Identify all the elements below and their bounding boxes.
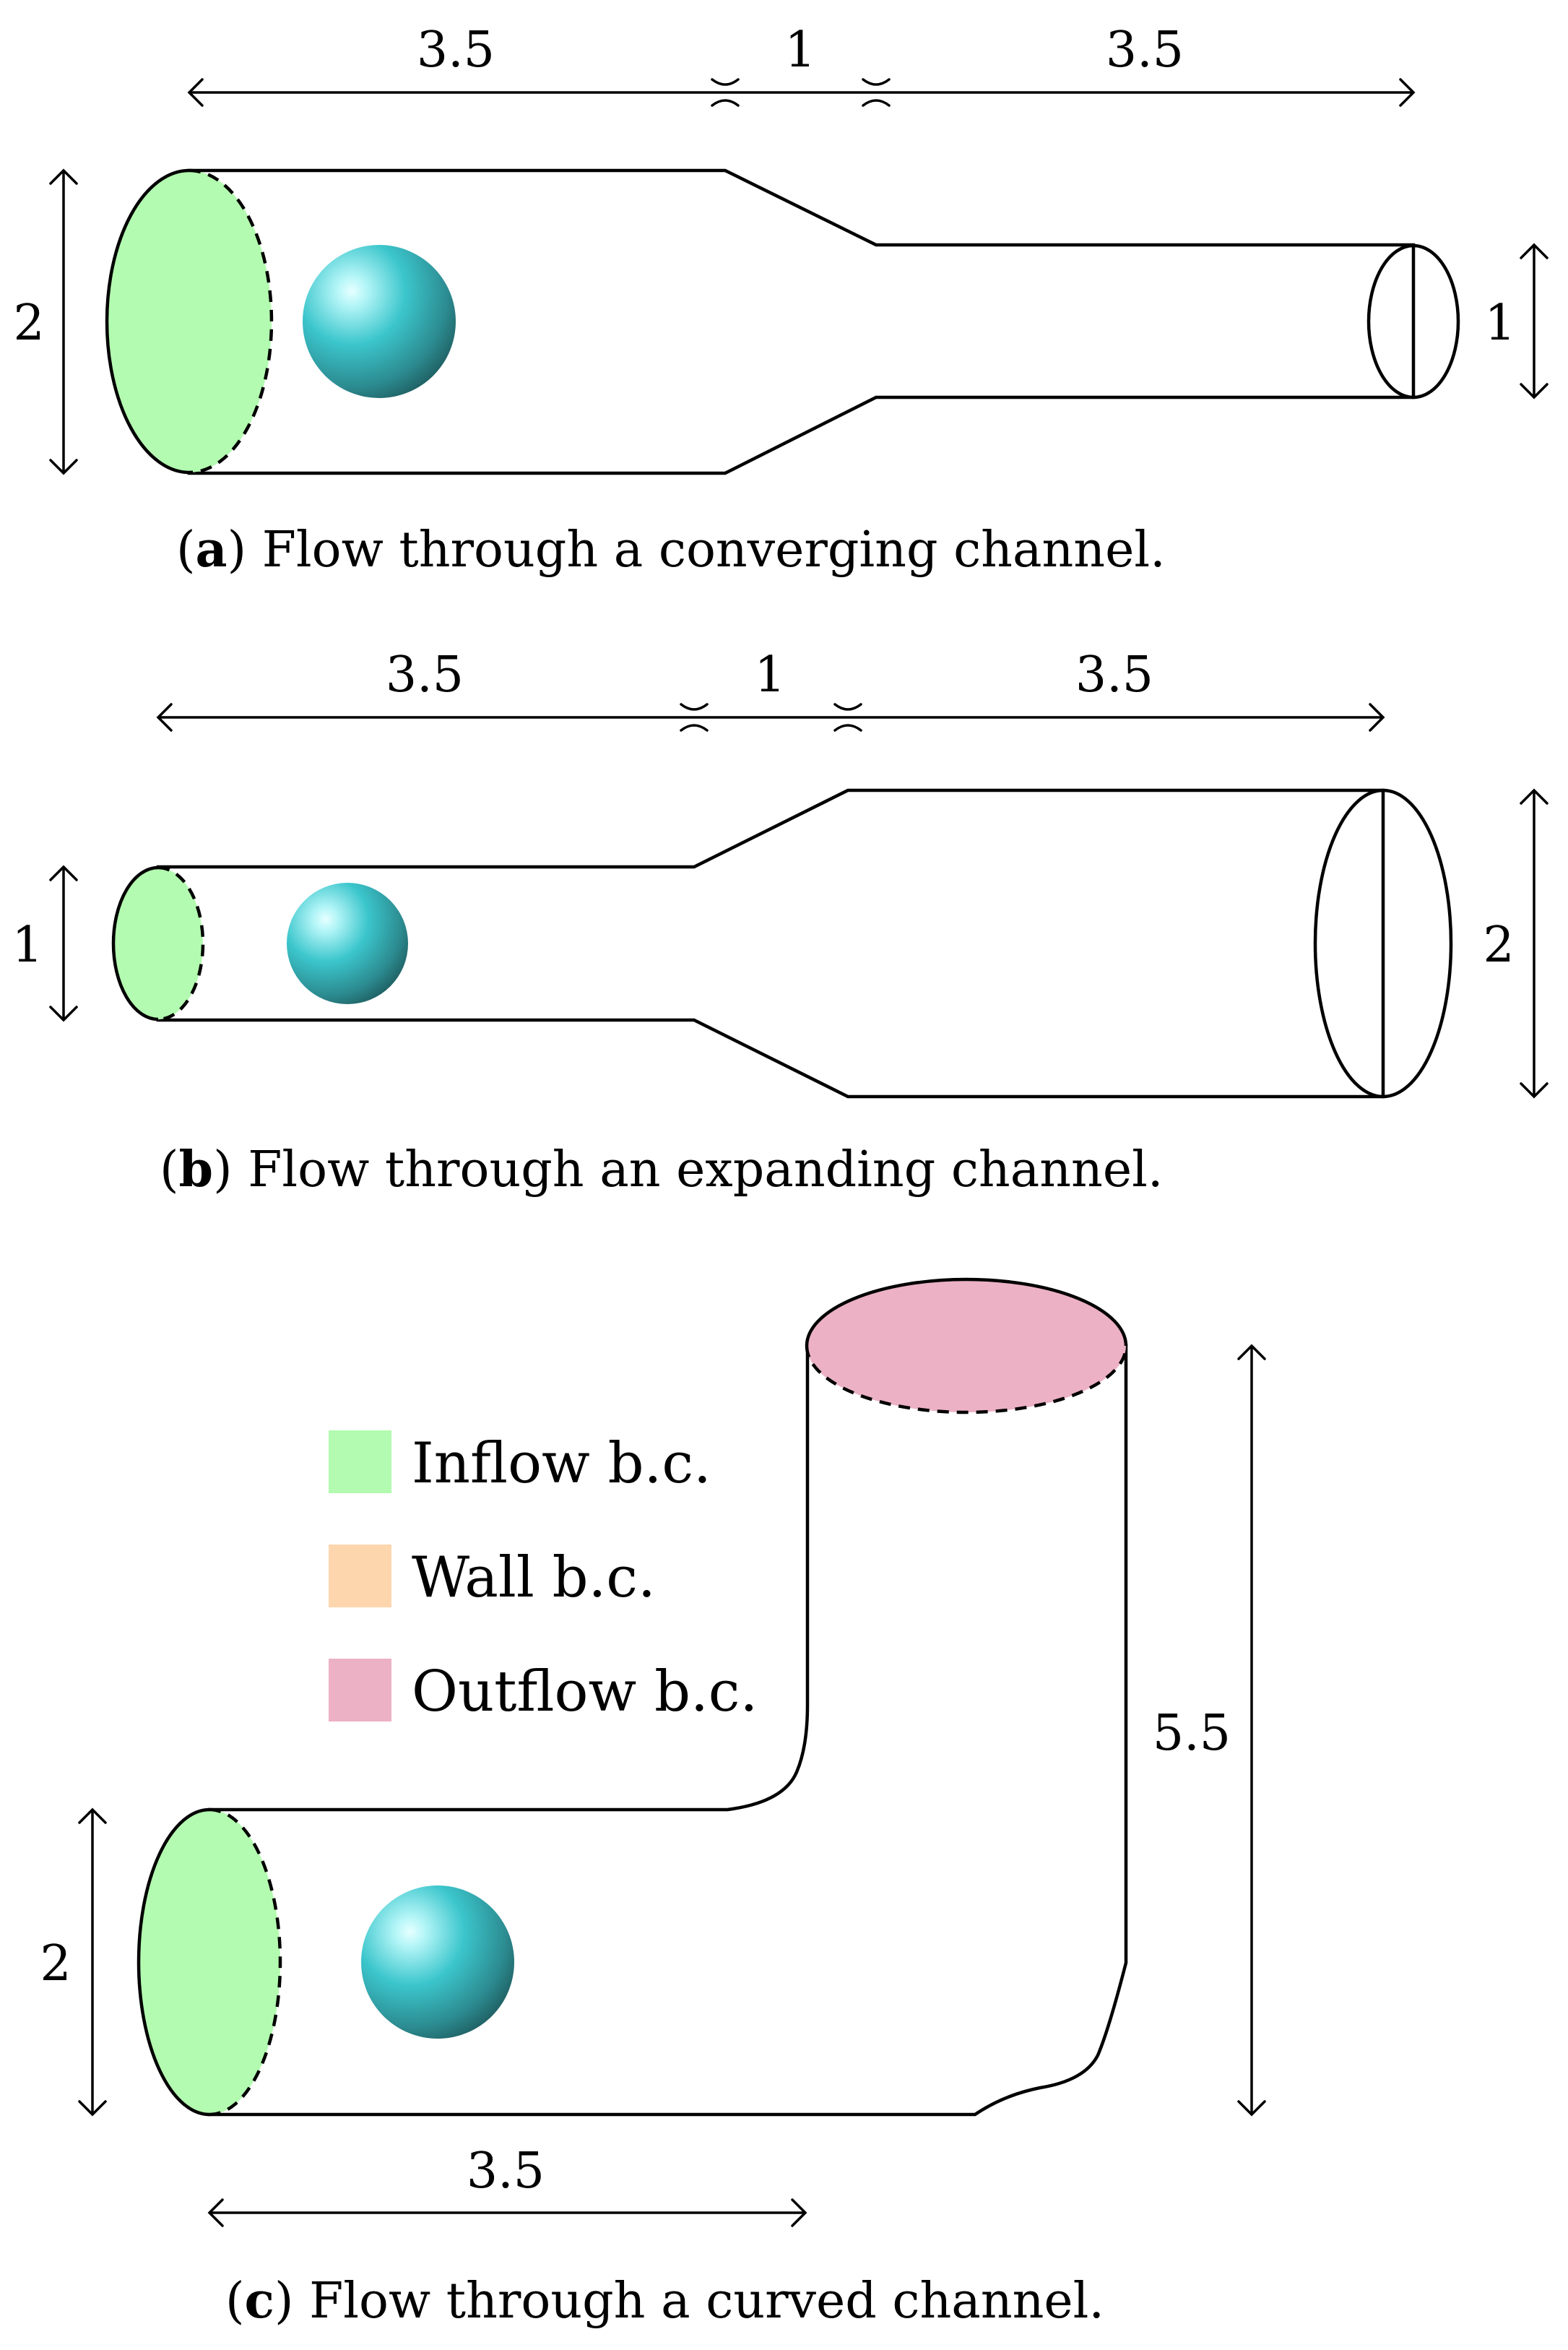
- panel-a-transition-length-label: 1: [784, 22, 815, 79]
- panel-b-length-dimension: [156, 703, 1385, 732]
- panel-c-inlet-diameter-label: 2: [40, 1935, 71, 1992]
- panel-b-inlet-dimension: [49, 865, 78, 1022]
- panel-a-caption-label: a: [196, 521, 228, 579]
- legend-label-outflow: Outflow b.c.: [412, 1659, 758, 1724]
- panel-b-inlet-diameter-label: 1: [12, 917, 43, 974]
- panel-a: 3.5 1 3.5 2 1 (a) Flow through a converg…: [13, 22, 1548, 579]
- panel-c-inlet: [139, 1810, 280, 2114]
- panel-a-right-length-label: 3.5: [1106, 22, 1184, 79]
- panel-a-left-length-label: 3.5: [417, 22, 495, 79]
- panel-b-caption: (b) Flow through an expanding channel.: [160, 1141, 1163, 1198]
- panel-b-right-length-label: 3.5: [1075, 647, 1153, 704]
- panel-a-length-dimension: [187, 78, 1416, 107]
- panel-c-outlet: [807, 1279, 1126, 1412]
- panel-c-caption-label: c: [245, 2272, 274, 2330]
- panel-a-outlet-diameter-label: 1: [1484, 295, 1515, 352]
- legend-swatch-inflow: [329, 1430, 391, 1493]
- panel-c-vertical-dimension: [1237, 1344, 1266, 2117]
- panel-b-transition-length-label: 1: [754, 647, 785, 704]
- panel-b-caption-label: b: [179, 1141, 214, 1198]
- panel-b-inlet: [113, 868, 203, 1019]
- legend-label-inflow: Inflow b.c.: [412, 1431, 711, 1496]
- legend-swatch-wall: [329, 1545, 391, 1607]
- panel-a-caption-text: Flow through a converging channel.: [246, 522, 1166, 579]
- panel-b-sphere: [287, 883, 408, 1004]
- panel-a-outlet-dimension: [1520, 243, 1548, 399]
- panel-c-caption: (c) Flow through a curved channel.: [225, 2272, 1104, 2330]
- panel-a-inlet: [107, 170, 272, 472]
- panel-a-sphere: [303, 245, 456, 398]
- panel-c-horizontal-dimension: [207, 2198, 807, 2227]
- panel-c: Inflow b.c. Wall b.c. Outflow b.c. 5.5 2…: [40, 1277, 1266, 2330]
- panel-a-caption: (a) Flow through a converging channel.: [176, 521, 1166, 579]
- panel-c-caption-text: Flow through a curved channel.: [293, 2273, 1104, 2330]
- panel-c-vertical-length-label: 5.5: [1153, 1705, 1231, 1762]
- panel-c-sphere: [361, 1885, 514, 2039]
- legend-label-wall: Wall b.c.: [412, 1545, 656, 1610]
- panel-a-inlet-diameter-label: 2: [13, 295, 44, 352]
- panel-c-inlet-dimension: [78, 1807, 107, 2117]
- panel-b-caption-text: Flow through an expanding channel.: [233, 1141, 1164, 1198]
- panel-b-outlet: [1313, 788, 1453, 1099]
- panel-b-outlet-diameter-label: 2: [1483, 917, 1514, 974]
- panel-a-outlet: [1366, 243, 1460, 399]
- legend-swatch-outflow: [329, 1659, 391, 1722]
- legend: Inflow b.c. Wall b.c. Outflow b.c.: [329, 1430, 758, 1724]
- panel-a-inlet-dimension: [49, 168, 78, 475]
- panel-c-horizontal-length-label: 3.5: [467, 2143, 545, 2200]
- panel-b-left-length-label: 3.5: [386, 647, 464, 704]
- panel-b: 3.5 1 3.5 1 2 (b) Flow through an expand…: [12, 647, 1548, 1198]
- panel-b-outlet-dimension: [1520, 788, 1548, 1099]
- panel-c-wall: [207, 1344, 1128, 2117]
